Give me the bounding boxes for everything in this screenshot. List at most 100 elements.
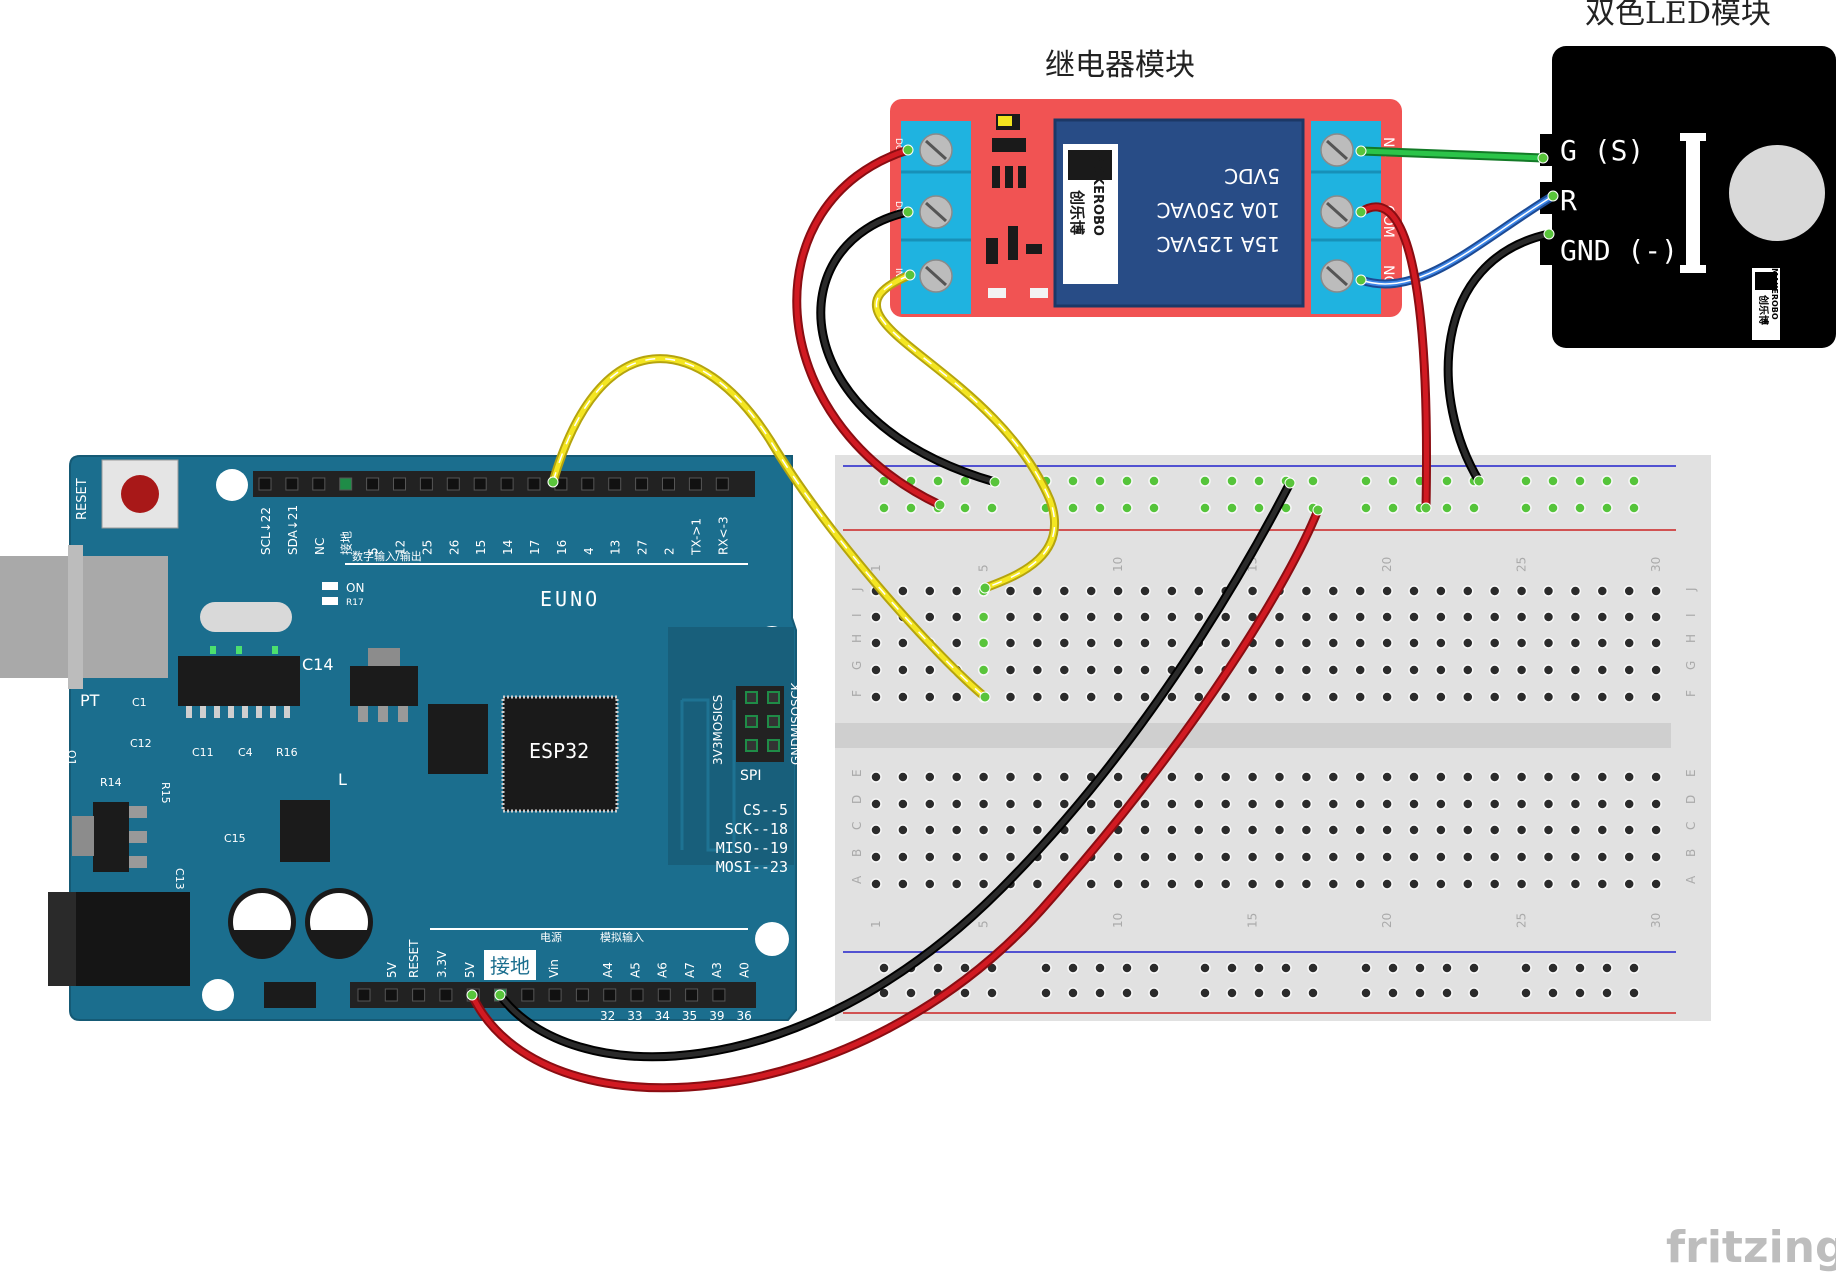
wire-endpoint (466, 989, 478, 1001)
rail-hole (1253, 987, 1265, 999)
rail-hole (1387, 962, 1399, 974)
component-label: C13 (173, 868, 186, 890)
header-pin (635, 477, 649, 491)
rail-hole (986, 987, 998, 999)
rail-hole (1574, 502, 1586, 514)
breadboard-hole (1031, 691, 1044, 703)
bottom-pin-label: A0 (738, 962, 752, 978)
breadboard-hole (1004, 851, 1017, 863)
wire-endpoint (904, 269, 916, 281)
screw-slot (924, 139, 948, 161)
bottom-pin-label: A6 (656, 962, 670, 978)
breadboard-hole (1462, 691, 1474, 703)
row-letter: E (1684, 769, 1698, 777)
chip-leg (242, 706, 248, 718)
breadboard-hole (1058, 771, 1071, 783)
rail-hole (1601, 962, 1613, 974)
breadboard-hole (1435, 691, 1447, 703)
rail-hole (1468, 987, 1480, 999)
led-pin-label-gnd: GND (-) (1560, 234, 1678, 267)
chip-leg (186, 706, 192, 718)
rail-hole (1601, 475, 1613, 487)
spi-pin-label: GNDMISOSCK (789, 682, 803, 765)
rail-hole (1414, 987, 1426, 999)
breadboard-hole (1596, 851, 1609, 863)
breadboard-hole (950, 851, 963, 863)
breadboard-hole (1246, 585, 1259, 597)
breadboard-hole (1085, 585, 1097, 597)
breadboard-hole (1569, 878, 1582, 890)
wire-endpoint (1420, 502, 1432, 514)
breadboard-hole (1462, 611, 1474, 623)
rail-hole (1547, 987, 1559, 999)
row-letter: A (1684, 875, 1698, 884)
screw-slot (924, 265, 948, 287)
wires (467, 145, 1558, 1093)
breadboard-hole (1004, 611, 1017, 623)
breadboard-hole (1058, 664, 1071, 676)
breadboard-hole (950, 637, 963, 649)
breadboard-hole (1273, 798, 1286, 810)
breadboard-hole (1381, 664, 1393, 676)
breadboard-hole (1139, 851, 1151, 863)
led-dome (1729, 145, 1825, 241)
component-label: R14 (100, 776, 122, 789)
breadboard-hole (1596, 824, 1609, 836)
breadboard-hole (1058, 798, 1071, 810)
header-pin-label: 15 (474, 540, 488, 555)
breadboard-hole (1273, 691, 1286, 703)
bottom-pin-number: 36 (737, 1009, 752, 1023)
header-pin-label: SDA↓21 (286, 505, 300, 555)
breadboard-hole (1085, 611, 1097, 623)
breadboard-hole (1435, 637, 1447, 649)
rail-hole (1280, 987, 1292, 999)
breadboard-hole (1488, 771, 1501, 783)
breadboard-hole (1166, 771, 1178, 783)
component-label: C11 (192, 746, 214, 759)
breadboard-hole (1300, 824, 1313, 836)
spi-pin (767, 691, 780, 704)
breadboard-hole (1542, 878, 1555, 890)
rail-hole (1441, 475, 1453, 487)
breadboard-hole (1650, 798, 1662, 810)
breadboard-hole (1435, 771, 1447, 783)
breadboard-hole (1408, 798, 1420, 810)
breadboard-hole (1246, 771, 1259, 783)
crystal (200, 602, 292, 632)
gnd-highlight-box (484, 950, 536, 980)
breadboard-hole (1569, 637, 1582, 649)
rail-hole (1628, 475, 1640, 487)
row-letter: C (1684, 822, 1698, 830)
breadboard-hole (1408, 664, 1420, 676)
spi-pin (745, 715, 758, 728)
header-pin (581, 477, 595, 491)
breadboard-hole (950, 878, 963, 890)
wire-endpoint (1537, 152, 1549, 164)
bottom-pin-label: A3 (710, 962, 724, 978)
column-number: 10 (1111, 913, 1125, 928)
header-pin (366, 477, 380, 491)
spi-map-line: SCK--18 (725, 820, 788, 838)
breadboard-hole (950, 691, 963, 703)
breadboard-hole (1327, 611, 1340, 623)
breadboard-hole (1354, 637, 1366, 649)
rail-hole (878, 502, 890, 514)
relay-spec-line: 15A 125VAC (1157, 232, 1280, 256)
breadboard-hole (1031, 771, 1044, 783)
wire-endpoint (1543, 228, 1555, 240)
breadboard-hole (1112, 878, 1124, 890)
breadboard-hole (1085, 637, 1097, 649)
breadboard-hole (1193, 691, 1205, 703)
breadboard-hole (1193, 824, 1205, 836)
rail-hole (1199, 962, 1211, 974)
chip-leg (200, 706, 206, 718)
breadboard-hole (1273, 771, 1286, 783)
breadboard-hole (1408, 824, 1420, 836)
row-letter: D (850, 795, 864, 804)
header-pin (393, 477, 406, 491)
breadboard-hole (924, 611, 936, 623)
chip-leg (270, 706, 276, 718)
breadboard-hole (1488, 878, 1501, 890)
row-letter: G (850, 661, 864, 670)
